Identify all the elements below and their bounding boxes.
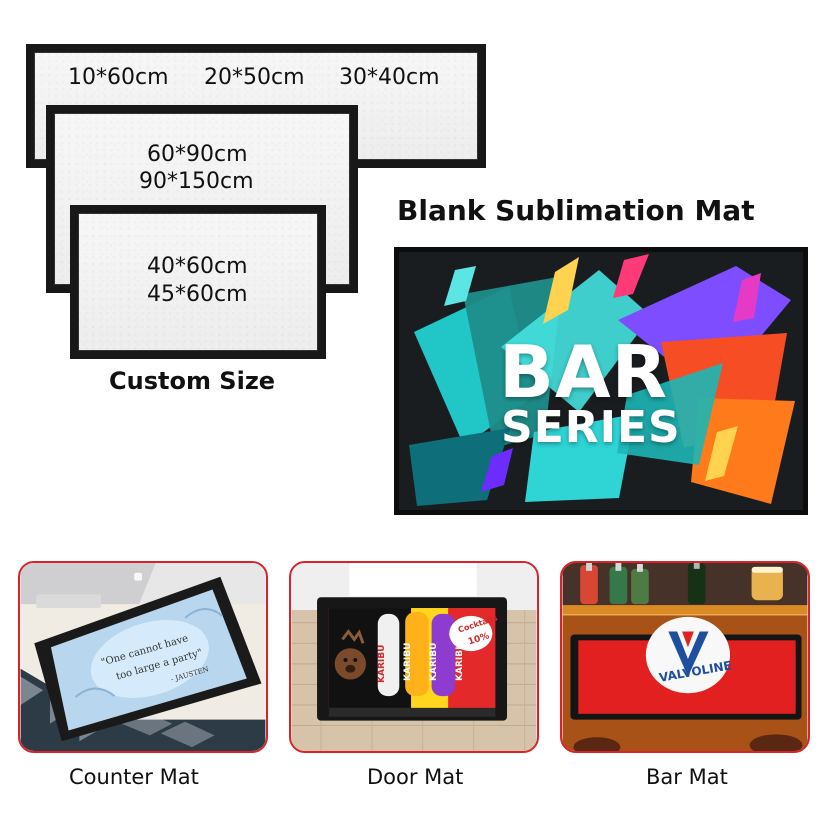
feature-mat-title-line2: SERIES <box>501 402 681 453</box>
bar-mat-photo: VALVOLINE <box>560 561 810 753</box>
door-mat-can-text-4: KARIBU <box>455 642 465 681</box>
size-mat-front <box>70 205 326 359</box>
door-mat-scene <box>291 563 537 751</box>
counter-mat-photo: "One cannot have too large a party" - JA… <box>18 561 268 753</box>
caption-bar-mat: Bar Mat <box>646 765 728 789</box>
door-mat-photo: KARIBU KARIBU KARIBU KARIBU Cocktails 10… <box>289 561 539 753</box>
caption-counter-mat: Counter Mat <box>69 765 199 789</box>
counter-mat-scene <box>20 563 266 751</box>
size-90x150: 90*150cm <box>139 169 254 194</box>
size-60x90: 60*90cm <box>147 142 248 167</box>
door-mat-can-text-2: KARIBU <box>403 642 413 681</box>
feature-mat: BAR SERIES <box>394 247 808 515</box>
size-30x40: 30*40cm <box>339 65 440 90</box>
door-mat-can-text-3: KARIBU <box>429 642 439 681</box>
headline: Blank Sublimation Mat <box>397 194 755 227</box>
bar-mat-scene <box>562 563 808 751</box>
size-45x60: 45*60cm <box>147 282 248 307</box>
door-mat-can-text-1: KARIBU <box>377 644 387 683</box>
feature-mat-artwork <box>399 252 803 510</box>
size-20x50: 20*50cm <box>204 65 305 90</box>
feature-mat-title-line1: BAR <box>499 330 669 414</box>
size-40x60: 40*60cm <box>147 254 248 279</box>
custom-size-label: Custom Size <box>109 367 276 395</box>
caption-door-mat: Door Mat <box>367 765 464 789</box>
size-10x60: 10*60cm <box>68 65 169 90</box>
